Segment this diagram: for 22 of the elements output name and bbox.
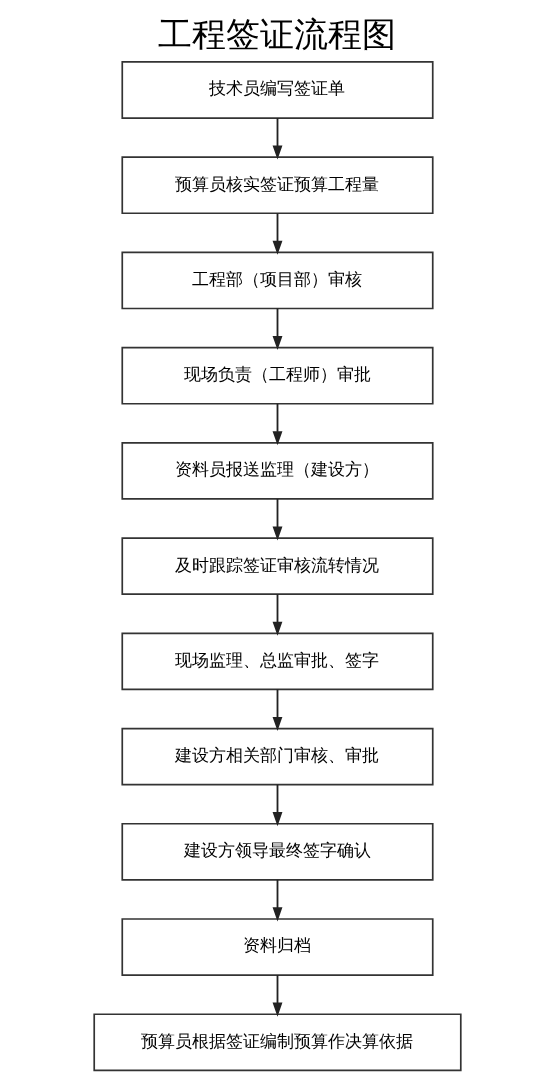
arrow (272, 307, 283, 351)
node-box: 预算员根据签证编制预算作决算依据 (93, 1013, 462, 1072)
node-box: 预算员核实签证预算工程量 (121, 156, 434, 215)
arrow (272, 498, 283, 541)
node-box: 建设方相关部门审核、审批 (121, 727, 434, 786)
arrow (272, 212, 283, 255)
arrow (272, 117, 283, 160)
node-box: 及时跟踪签证审核流转情况 (121, 537, 434, 596)
node-box: 现场监理、总监审批、签字 (121, 632, 434, 691)
node-box: 现场负责（工程师）审批 (121, 346, 434, 405)
arrow (272, 593, 283, 636)
arrow (272, 402, 283, 446)
arrow (272, 783, 283, 827)
arrow (272, 974, 283, 1017)
node-box: 建设方领导最终签字确认 (121, 822, 434, 881)
node-box: 技术员编写签证单 (121, 61, 434, 119)
node-box: 工程部（项目部）审核 (121, 251, 434, 310)
node-box: 资料归档 (121, 918, 434, 976)
diagram-title: 工程签证流程图 (158, 15, 397, 55)
node-box: 资料员报送监理（建设方） (121, 442, 434, 500)
arrow (272, 688, 283, 731)
arrow (272, 879, 283, 922)
